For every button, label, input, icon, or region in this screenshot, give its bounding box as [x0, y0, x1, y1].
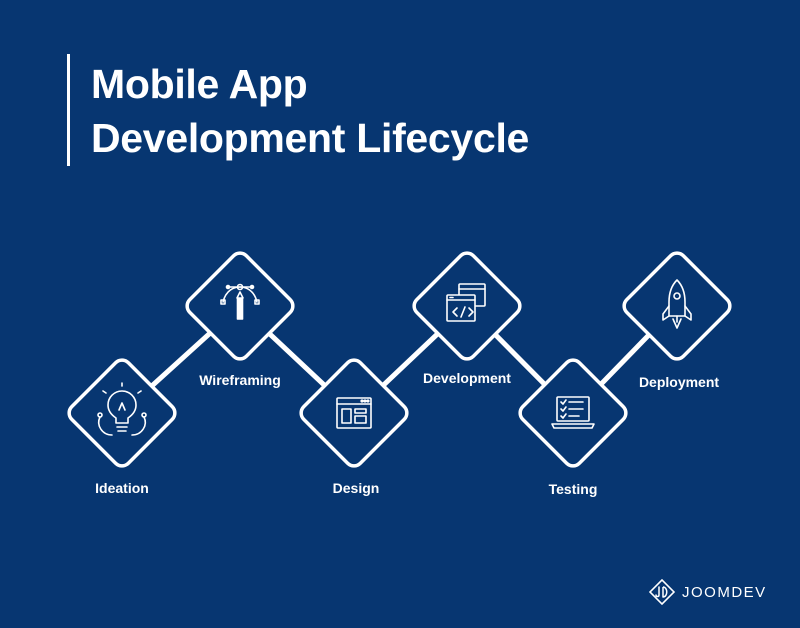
title-line-2: Development Lifecycle — [91, 115, 530, 161]
brand-logo: JOOMDEV — [649, 578, 767, 606]
step-label-deployment: Deployment — [638, 374, 720, 390]
step-label-design: Design — [332, 480, 380, 496]
step-label-testing: Testing — [548, 481, 598, 497]
step-ideation — [67, 358, 177, 468]
step-label-development: Development — [423, 370, 511, 386]
step-diamond — [67, 358, 177, 468]
step-label-wireframing: Wireframing — [199, 372, 281, 388]
step-label-ideation: Ideation — [95, 480, 149, 496]
step-wireframing — [185, 251, 295, 361]
step-design — [299, 358, 409, 468]
step-diamond — [518, 358, 628, 468]
joomdev-logo-icon — [649, 579, 675, 605]
page-title: Mobile App Development Lifecycle — [91, 57, 529, 165]
brand-name: JOOMDEV — [682, 583, 767, 601]
title-accent-bar — [67, 54, 70, 166]
step-diamond — [299, 358, 409, 468]
rocket-icon — [662, 279, 692, 329]
step-testing — [518, 358, 628, 468]
laptop-checklist-icon — [551, 396, 595, 429]
code-windows-icon — [446, 283, 486, 322]
layout-window-icon — [336, 397, 372, 429]
lightbulb-icon — [97, 382, 147, 436]
step-deployment — [622, 251, 732, 361]
step-development — [412, 251, 522, 361]
title-line-1: Mobile App — [91, 61, 308, 107]
step-diamond — [622, 251, 732, 361]
vector-pen-icon — [220, 283, 260, 320]
